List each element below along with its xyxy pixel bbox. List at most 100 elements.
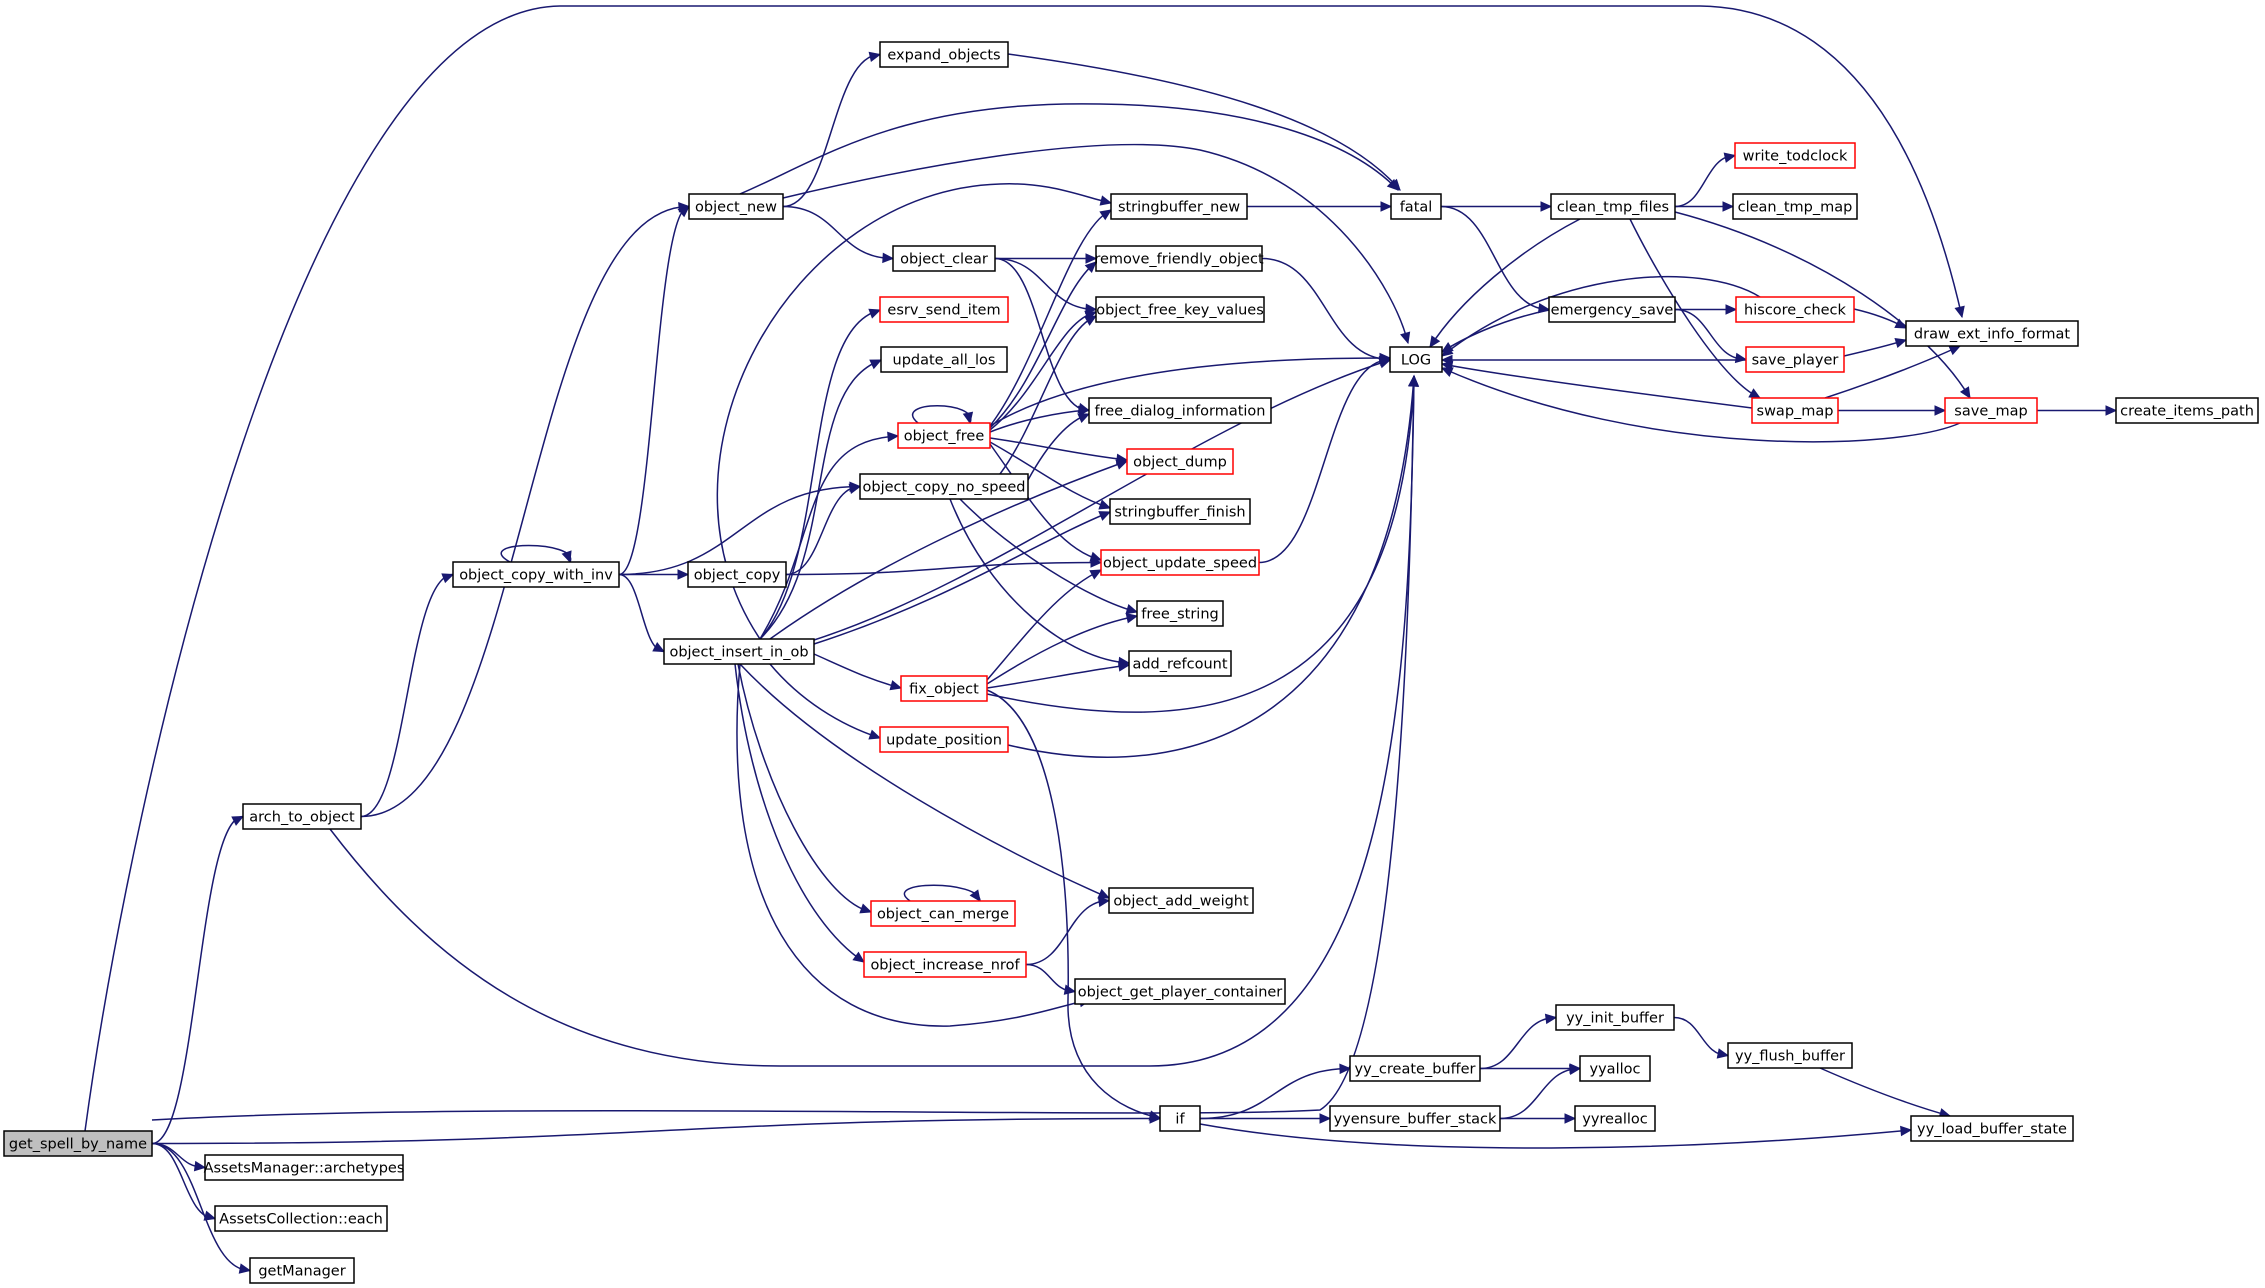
- node-box[interactable]: [1905, 320, 2079, 347]
- node-update_position[interactable]: update_position: [879, 726, 1009, 753]
- node-add_refcount[interactable]: add_refcount: [1128, 650, 1232, 677]
- node-emergency_save[interactable]: emergency_save: [1548, 296, 1676, 323]
- node-box[interactable]: [3, 1130, 153, 1157]
- node-object_clear[interactable]: object_clear: [892, 245, 996, 272]
- node-object_free[interactable]: object_free: [897, 422, 991, 449]
- node-arch_to_object[interactable]: arch_to_object: [242, 803, 362, 830]
- node-box[interactable]: [879, 296, 1009, 323]
- node-box[interactable]: [1110, 193, 1248, 220]
- node-box[interactable]: [214, 1205, 388, 1232]
- node-box[interactable]: [1390, 193, 1442, 220]
- node-yyensure_buffer_stack[interactable]: yyensure_buffer_stack: [1329, 1105, 1501, 1132]
- node-expand_objects[interactable]: expand_objects: [879, 41, 1009, 68]
- node-box[interactable]: [204, 1154, 404, 1181]
- node-draw_ext_info_format[interactable]: draw_ext_info_format: [1905, 320, 2079, 347]
- node-save_player[interactable]: save_player: [1745, 346, 1845, 373]
- node-box[interactable]: [879, 41, 1009, 68]
- node-box[interactable]: [1100, 549, 1260, 576]
- node-box[interactable]: [242, 803, 362, 830]
- node-box[interactable]: [1074, 978, 1286, 1005]
- node-assets_archetypes[interactable]: AssetsManager::archetypes: [204, 1154, 405, 1181]
- node-box[interactable]: [1574, 1105, 1656, 1132]
- node-box[interactable]: [1555, 1004, 1675, 1031]
- node-yy_flush_buffer[interactable]: yy_flush_buffer: [1727, 1042, 1853, 1069]
- node-box[interactable]: [1734, 142, 1856, 169]
- node-yy_load_buffer_state[interactable]: yy_load_buffer_state: [1910, 1115, 2074, 1142]
- node-box[interactable]: [1136, 600, 1224, 627]
- node-swap_map[interactable]: swap_map: [1751, 397, 1839, 424]
- node-box[interactable]: [880, 346, 1008, 373]
- node-box[interactable]: [1745, 346, 1845, 373]
- node-box[interactable]: [1095, 245, 1263, 272]
- node-box[interactable]: [1128, 650, 1232, 677]
- node-fix_object[interactable]: fix_object: [900, 675, 988, 702]
- node-box[interactable]: [663, 638, 815, 665]
- node-box[interactable]: [1751, 397, 1839, 424]
- node-object_update_speed[interactable]: object_update_speed: [1100, 549, 1260, 576]
- node-write_todclock[interactable]: write_todclock: [1734, 142, 1856, 169]
- node-object_can_merge[interactable]: object_can_merge: [870, 900, 1016, 927]
- node-LOG[interactable]: LOG: [1389, 346, 1443, 373]
- node-box[interactable]: [892, 245, 996, 272]
- node-box[interactable]: [2115, 397, 2259, 424]
- node-assets_each[interactable]: AssetsCollection::each: [214, 1205, 388, 1232]
- node-object_copy_no_speed[interactable]: object_copy_no_speed: [859, 473, 1029, 500]
- node-box[interactable]: [1389, 346, 1443, 373]
- node-free_dialog_information[interactable]: free_dialog_information: [1088, 397, 1272, 424]
- node-box[interactable]: [452, 561, 620, 588]
- node-box[interactable]: [1329, 1105, 1501, 1132]
- node-hiscore_check[interactable]: hiscore_check: [1735, 296, 1855, 323]
- node-fatal[interactable]: fatal: [1390, 193, 1442, 220]
- node-object_copy[interactable]: object_copy: [687, 561, 787, 588]
- node-box[interactable]: [870, 900, 1016, 927]
- node-box[interactable]: [1548, 296, 1676, 323]
- node-box[interactable]: [900, 675, 988, 702]
- node-object_dump[interactable]: object_dump: [1126, 448, 1234, 475]
- node-update_all_los[interactable]: update_all_los: [880, 346, 1008, 373]
- node-yy_init_buffer[interactable]: yy_init_buffer: [1555, 1004, 1675, 1031]
- node-box[interactable]: [897, 422, 991, 449]
- node-box[interactable]: [863, 951, 1027, 978]
- node-yy_create_buffer[interactable]: yy_create_buffer: [1349, 1055, 1481, 1082]
- node-box[interactable]: [1349, 1055, 1481, 1082]
- node-get_spell_by_name[interactable]: get_spell_by_name: [3, 1130, 153, 1157]
- node-box[interactable]: [1088, 397, 1272, 424]
- node-object_add_weight[interactable]: object_add_weight: [1108, 887, 1254, 914]
- node-box[interactable]: [1108, 887, 1254, 914]
- node-create_items_path[interactable]: create_items_path: [2115, 397, 2259, 424]
- node-getManager[interactable]: getManager: [249, 1257, 355, 1284]
- node-box[interactable]: [1910, 1115, 2074, 1142]
- node-object_insert_in_ob[interactable]: object_insert_in_ob: [663, 638, 815, 665]
- node-box[interactable]: [1109, 498, 1251, 525]
- node-object_increase_nrof[interactable]: object_increase_nrof: [863, 951, 1027, 978]
- node-box[interactable]: [1727, 1042, 1853, 1069]
- node-box[interactable]: [879, 726, 1009, 753]
- node-box[interactable]: [688, 193, 784, 220]
- node-box[interactable]: [1095, 296, 1265, 323]
- node-box[interactable]: [1159, 1105, 1201, 1132]
- node-object_free_key_values[interactable]: object_free_key_values: [1095, 296, 1265, 323]
- node-box[interactable]: [859, 473, 1029, 500]
- node-object_copy_with_inv[interactable]: object_copy_with_inv: [452, 561, 620, 588]
- node-free_string[interactable]: free_string: [1136, 600, 1224, 627]
- node-yyrealloc[interactable]: yyrealloc: [1574, 1105, 1656, 1132]
- node-box[interactable]: [249, 1257, 355, 1284]
- node-save_map[interactable]: save_map: [1944, 397, 2038, 424]
- node-box[interactable]: [1126, 448, 1234, 475]
- node-object_new[interactable]: object_new: [688, 193, 784, 220]
- node-box[interactable]: [1579, 1055, 1651, 1082]
- node-box[interactable]: [1735, 296, 1855, 323]
- node-box[interactable]: [687, 561, 787, 588]
- node-stringbuffer_new[interactable]: stringbuffer_new: [1110, 193, 1248, 220]
- node-clean_tmp_files[interactable]: clean_tmp_files: [1550, 193, 1676, 220]
- node-stringbuffer_finish[interactable]: stringbuffer_finish: [1109, 498, 1251, 525]
- node-clean_tmp_map[interactable]: clean_tmp_map: [1732, 193, 1858, 220]
- node-esrv_send_item[interactable]: esrv_send_item: [879, 296, 1009, 323]
- node-box[interactable]: [1550, 193, 1676, 220]
- node-box[interactable]: [1732, 193, 1858, 220]
- node-object_get_player_container[interactable]: object_get_player_container: [1074, 978, 1286, 1005]
- node-yyalloc[interactable]: yyalloc: [1579, 1055, 1651, 1082]
- node-remove_friendly_object[interactable]: remove_friendly_object: [1094, 245, 1264, 272]
- node-if[interactable]: if: [1159, 1105, 1201, 1132]
- node-box[interactable]: [1944, 397, 2038, 424]
